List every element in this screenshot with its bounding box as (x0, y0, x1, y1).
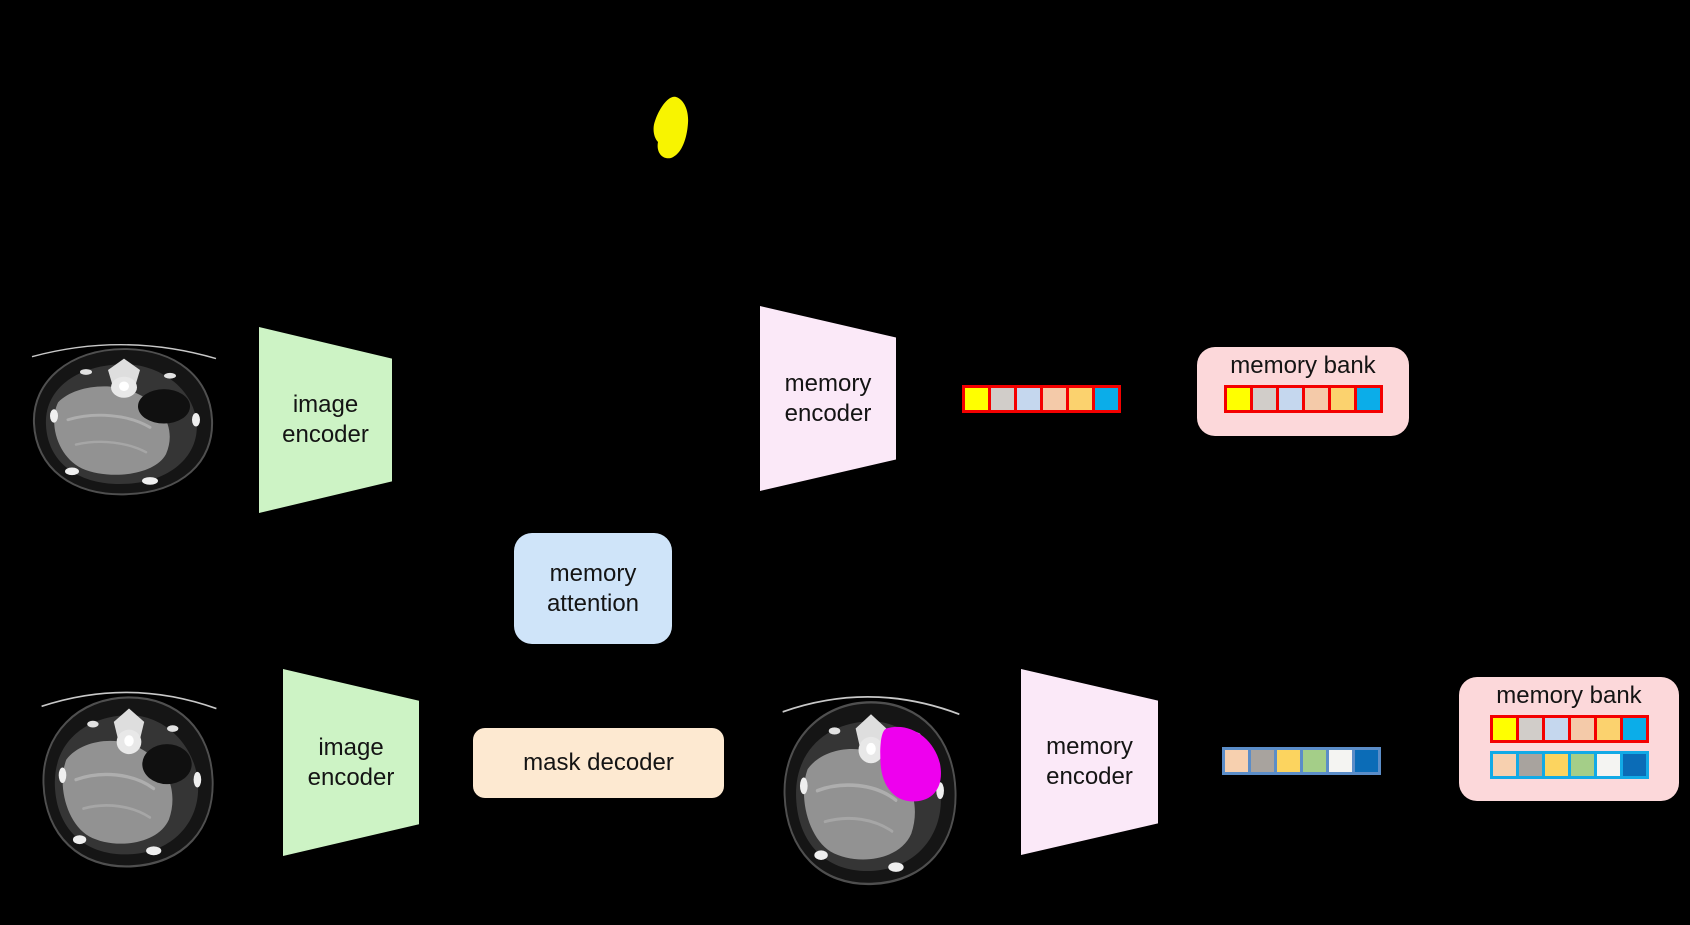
memory-token (988, 385, 1017, 413)
memory-token (1066, 385, 1095, 413)
memory-bank-row (1489, 715, 1649, 744)
memory-token (1300, 747, 1329, 775)
memory-token (1301, 385, 1331, 414)
mask-prompt-shape (653, 96, 689, 159)
memory-token (962, 385, 991, 413)
memory-token (1619, 715, 1649, 744)
memory-token (1541, 715, 1571, 744)
memory-token (1326, 747, 1355, 775)
memory-encoder-label-bottom: memory encoder (1046, 733, 1133, 790)
memory-token (1092, 385, 1121, 413)
ct-scan-image-bottom-middle (780, 695, 962, 886)
memory-token (1248, 747, 1277, 775)
memory-encoder-label-top: memory encoder (784, 369, 872, 427)
memory-token (1327, 385, 1357, 414)
memory-token (1275, 385, 1305, 414)
memory-token (1619, 751, 1649, 780)
memory-token (1223, 385, 1253, 414)
memory-token (1353, 385, 1383, 414)
mask-decoder-label: mask decoder (523, 749, 674, 776)
memory-token (1489, 715, 1519, 744)
memory-bank-top: memory bank (1197, 347, 1409, 436)
memory-token (1593, 715, 1623, 744)
memory-token-strip-bottom (1222, 747, 1381, 775)
memory-token (1249, 385, 1279, 414)
memory-token (1541, 751, 1571, 780)
memory-attention-block: memory attention (514, 533, 672, 644)
mask-decoder-block: mask decoder (473, 728, 724, 798)
memory-bank-row (1489, 751, 1649, 780)
memory-token (1515, 751, 1545, 780)
memory-bank-bottom: memory bank (1459, 677, 1679, 801)
image-encoder-label-top: image encoder (282, 391, 369, 448)
memory-attention-label: memory attention (546, 559, 640, 617)
memory-token-strip-top (962, 385, 1121, 413)
memory-token (1515, 715, 1545, 744)
memory-token (1014, 385, 1043, 413)
memory-token (1593, 751, 1623, 780)
memory-token (1567, 751, 1597, 780)
image-encoder-block-bottom: image encoder (283, 669, 419, 856)
memory-bank-title-bottom: memory bank (1496, 682, 1642, 709)
predicted-mask-overlay (880, 726, 941, 802)
ct-scan-image-bottom-left (39, 690, 219, 869)
memory-token (1040, 385, 1069, 413)
memory-token (1489, 751, 1519, 780)
memory-encoder-block-bottom: memory encoder (1021, 669, 1158, 855)
memory-bank-row (1223, 385, 1383, 414)
image-encoder-block-top: image encoder (259, 327, 392, 513)
mask-prompt-blob (653, 96, 689, 159)
memory-token (1352, 747, 1381, 775)
memory-encoder-block-top: memory encoder (760, 306, 896, 491)
memory-token (1274, 747, 1303, 775)
memory-token (1567, 715, 1597, 744)
memory-token (1222, 747, 1251, 775)
memory-bank-title-top: memory bank (1230, 352, 1376, 379)
image-encoder-label-bottom: image encoder (307, 733, 395, 791)
ct-scan-image-top (30, 343, 218, 496)
